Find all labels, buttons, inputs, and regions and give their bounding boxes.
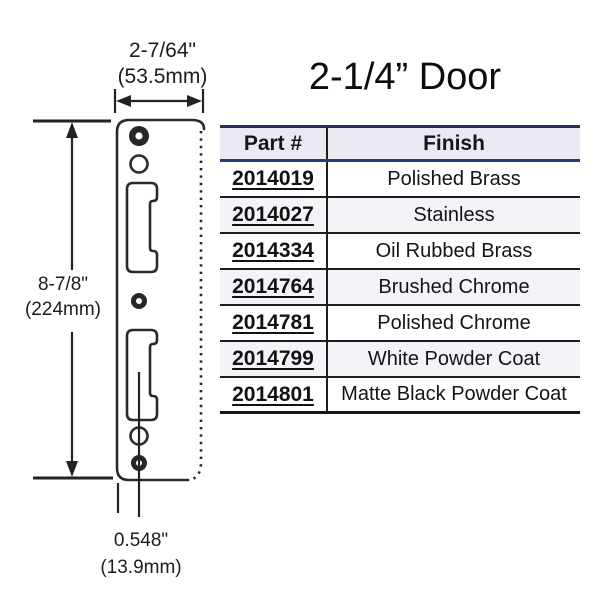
finish-name: Polished Chrome	[377, 311, 531, 334]
pilot-hole-upper	[129, 154, 149, 174]
width-dimension-mm: (53.5mm)	[117, 65, 208, 88]
part-number-cell: 2014781	[220, 306, 328, 340]
part-number-cell: 2014801	[220, 378, 328, 411]
table-row: 2014781 Polished Chrome	[220, 306, 580, 342]
part-number: 2014764	[232, 275, 314, 298]
part-number: 2014799	[232, 347, 314, 370]
latch-cutout-upper	[125, 181, 159, 274]
offset-dimension-label: 0.548" (13.9mm)	[71, 527, 211, 581]
height-dimension-inches: 8-7/8"	[37, 274, 89, 295]
finish-name: Stainless	[413, 203, 495, 226]
table-row: 2014764 Brushed Chrome	[220, 270, 580, 306]
finish-cell: Matte Black Powder Coat	[328, 378, 580, 411]
finish-name: Oil Rubbed Brass	[375, 239, 533, 262]
table-row: 2014019 Polished Brass	[220, 162, 580, 198]
deadbolt-cutout-lower	[125, 328, 159, 422]
screw-hole-middle-center	[136, 298, 142, 304]
height-dimension-mm: (224mm)	[24, 299, 101, 320]
offset-dimension-inches: 0.548"	[113, 530, 169, 551]
finish-cell: Polished Brass	[328, 162, 580, 196]
table-row: 2014334 Oil Rubbed Brass	[220, 234, 580, 270]
table-header-row: Part # Finish	[220, 128, 580, 162]
part-number-cell: 2014334	[220, 234, 328, 268]
offset-dimension-mm: (13.9mm)	[100, 557, 182, 578]
finish-cell: Stainless	[328, 198, 580, 232]
table-row: 2014801 Matte Black Powder Coat	[220, 378, 580, 414]
part-number-cell: 2014027	[220, 198, 328, 232]
table-header-part: Part #	[220, 128, 328, 159]
part-number: 2014019	[232, 167, 314, 190]
part-number: 2014781	[232, 311, 314, 334]
screw-hole-top-center	[135, 132, 143, 140]
table-row: 2014799 White Powder Coat	[220, 342, 580, 378]
finish-cell: Oil Rubbed Brass	[328, 234, 580, 268]
height-arrow-down	[66, 461, 78, 477]
finish-name: Brushed Chrome	[378, 275, 530, 298]
table-body: 2014019 Polished Brass 2014027 Stainless…	[220, 162, 580, 414]
plate-serrated-edge	[187, 131, 203, 482]
part-number: 2014027	[232, 203, 314, 226]
finish-name: White Powder Coat	[367, 347, 541, 370]
width-arrow-right	[187, 95, 202, 107]
table-header-finish: Finish	[423, 131, 485, 155]
parts-table: Part # Finish 2014019 Polished Brass 201…	[220, 125, 580, 414]
part-number-cell: 2014764	[220, 270, 328, 304]
height-arrow-up	[66, 122, 78, 138]
finish-cell: Brushed Chrome	[328, 270, 580, 304]
finish-cell: Polished Chrome	[328, 306, 580, 340]
height-dimension-label: 8-7/8" (224mm)	[3, 272, 123, 322]
width-dimension-inches: 2-7/64"	[129, 39, 196, 62]
part-number: 2014801	[232, 382, 314, 406]
width-arrow-left	[116, 95, 131, 107]
plate-outline	[115, 118, 206, 482]
page-title: 2-1/4” Door	[308, 56, 502, 98]
width-dimension-label: 2-7/64" (53.5mm)	[95, 38, 230, 90]
part-number-cell: 2014019	[220, 162, 328, 196]
finish-name: Polished Brass	[387, 167, 521, 190]
table-row: 2014027 Stainless	[220, 198, 580, 234]
part-number: 2014334	[232, 239, 314, 262]
part-number-cell: 2014799	[220, 342, 328, 376]
finish-cell: White Powder Coat	[328, 342, 580, 376]
finish-name: Matte Black Powder Coat	[341, 383, 567, 405]
